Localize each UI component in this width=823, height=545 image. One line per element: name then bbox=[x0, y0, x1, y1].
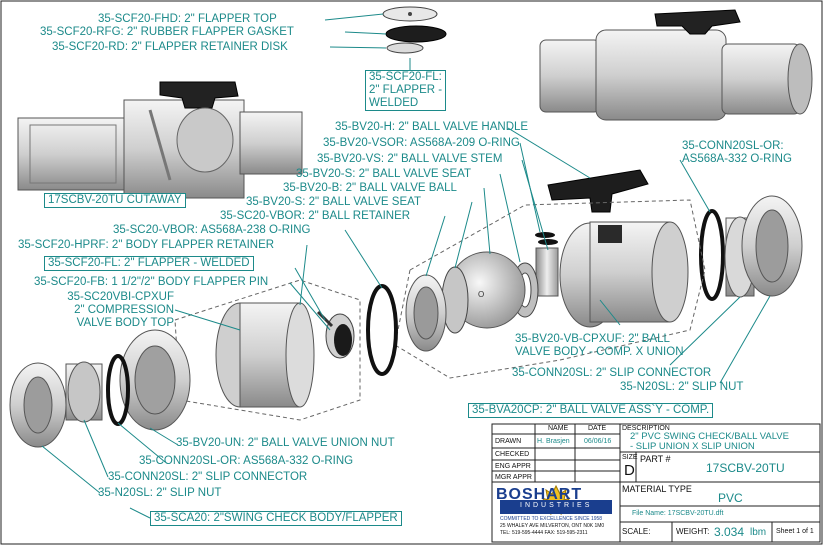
tb-logo-text: BOSHART bbox=[496, 486, 583, 503]
tb-description-header: DESCRIPTION bbox=[622, 425, 670, 432]
flapper-welded-part bbox=[316, 310, 355, 359]
label-body-oring: 35-SC20-VBOR: AS568A-238 O-RING bbox=[113, 224, 311, 236]
ball-seat-left bbox=[441, 266, 469, 334]
ball-valve-body-part bbox=[559, 221, 689, 328]
svg-text:O: O bbox=[478, 290, 484, 299]
tb-scale-label: SCALE: bbox=[622, 527, 651, 536]
right-slip-nut-part bbox=[741, 195, 803, 297]
label-right-slip-connector: 35-CONN20SL: 2" SLIP CONNECTOR bbox=[512, 367, 712, 379]
tb-material: PVC bbox=[718, 491, 743, 505]
left-slip-connector-part bbox=[65, 361, 103, 423]
label-stem-oring: 35-BV20-VSOR: AS568A-209 O-RING bbox=[323, 137, 520, 149]
label-left-slip-connector: 35-CONN20SL: 2" SLIP CONNECTOR bbox=[108, 471, 308, 483]
tb-checked-label: CHECKED bbox=[495, 451, 530, 458]
flapper-top-part bbox=[382, 6, 438, 22]
stem-orings bbox=[535, 232, 559, 297]
tb-date-header: DATE bbox=[588, 425, 607, 432]
label-left-slip-nut: 35-N20SL: 2" SLIP NUT bbox=[98, 487, 222, 499]
tb-size: D bbox=[624, 462, 635, 479]
label-flapper-welded-top: 35-SCF20-FL: 2" FLAPPER - WELDED bbox=[365, 70, 447, 111]
assembled-valve-image bbox=[539, 9, 813, 121]
label-flapper-welded-mid: 35-SCF20-FL: 2" FLAPPER - WELDED bbox=[44, 256, 254, 271]
left-oring-part bbox=[106, 354, 130, 426]
tb-mgr-appr-label: MGR APPR bbox=[495, 474, 532, 481]
tb-phone: TEL: 519-595-4444 FAX: 519-595-2311 bbox=[500, 530, 588, 536]
tb-drawn-date: 06/06/16 bbox=[584, 438, 612, 445]
label-ball-valve-stem: 35-BV20-VS: 2" BALL VALVE STEM bbox=[317, 153, 503, 165]
tb-material-label: MATERIAL TYPE bbox=[622, 484, 692, 494]
boshart-logo-mark bbox=[500, 484, 612, 516]
tb-name-header: NAME bbox=[548, 425, 569, 432]
label-union-nut: 35-BV20-UN: 2" BALL VALVE UNION NUT bbox=[176, 437, 395, 449]
label-body-flapper-retainer: 35-SCF20-HPRF: 2" BODY FLAPPER RETAINER bbox=[18, 239, 275, 251]
label-ball-valve-assembly: 35-BVA20CP: 2" BALL VALVE ASS`Y - COMP. bbox=[468, 403, 714, 418]
rubber-flapper-gasket-part bbox=[385, 25, 447, 43]
label-flapper-retainer-disk: 35-SCF20-RD: 2" FLAPPER RETAINER DISK bbox=[52, 41, 288, 53]
label-cutaway: 17SCBV-20TU CUTAWAY bbox=[44, 193, 186, 208]
tb-logo-sub: INDUSTRIES bbox=[520, 502, 593, 509]
tb-drawn-label: DRAWN bbox=[495, 438, 522, 445]
label-ball-valve-handle: 35-BV20-H: 2" BALL VALVE HANDLE bbox=[335, 121, 529, 133]
flapper-retainer-disk-part bbox=[386, 42, 424, 54]
tb-weight-value: 3.034 bbox=[714, 525, 745, 539]
tb-file-name: File Name: 17SCBV-20TU.dft bbox=[632, 510, 724, 517]
label-flapper-top: 35-SCF20-FHD: 2" FLAPPER TOP bbox=[98, 13, 277, 25]
label-ball-valve-body: 35-BV20-VB-CPXUF: 2" BALL VALVE BODY - C… bbox=[515, 333, 684, 358]
tb-eng-appr-label: ENG APPR bbox=[495, 463, 531, 470]
label-ball-valve-seat-2: 35-BV20-S: 2" BALL VALVE SEAT bbox=[246, 196, 421, 208]
tb-description: 2" PVC SWING CHECK/BALL VALVE - SLIP UNI… bbox=[630, 431, 789, 452]
tb-size-label: SIZE bbox=[622, 454, 638, 461]
tb-drawn-name: H. Brasjen bbox=[537, 438, 570, 445]
swing-check-body-part bbox=[215, 302, 315, 408]
left-union-nut-part bbox=[119, 329, 191, 431]
tb-part-number: 17SCBV-20TU bbox=[706, 461, 785, 475]
tb-sheet: Sheet 1 of 1 bbox=[776, 528, 814, 535]
label-left-oring: 35-CONN20SL-OR: AS568A-332 O-RING bbox=[139, 455, 354, 467]
tb-weight-unit: lbm bbox=[750, 527, 767, 538]
label-ball-retainer: 35-SC20-VBOR: 2" BALL RETAINER bbox=[220, 210, 411, 222]
left-slip-nut-part bbox=[9, 362, 67, 448]
handle-part bbox=[547, 169, 649, 213]
label-right-slip-nut: 35-N20SL: 2" SLIP NUT bbox=[620, 381, 744, 393]
right-oring-part bbox=[699, 209, 725, 301]
label-swing-check-body: 35-SCA20: 2"SWING CHECK BODY/FLAPPER bbox=[150, 511, 402, 526]
cutaway-valve-image bbox=[17, 81, 303, 199]
title-block-frame bbox=[491, 423, 821, 543]
tb-part-label: PART # bbox=[640, 454, 671, 464]
label-body-flapper-pin: 35-SCF20-FB: 1 1/2"/2" BODY FLAPPER PIN bbox=[34, 276, 269, 288]
label-compression-valve-body-top: 35-SC20VBI-CPXUF 2" COMPRESSION VALVE BO… bbox=[67, 291, 174, 329]
leader-lines bbox=[41, 13, 771, 519]
label-ball-valve-ball: 35-BV20-B: 2" BALL VALVE BALL bbox=[283, 182, 457, 194]
body-oring-part bbox=[366, 284, 398, 376]
ball-retainer-part bbox=[405, 274, 447, 352]
tb-address: 25 WHALEY AVE MILVERTON, ONT N0K 1M0 bbox=[500, 523, 605, 529]
label-rubber-flapper-gasket: 35-SCF20-RFG: 2" RUBBER FLAPPER GASKET bbox=[40, 26, 294, 38]
tb-tagline: COMMITTED TO EXCELLENCE SINCE 1958 bbox=[500, 516, 603, 522]
label-ball-valve-seat-1: 35-BV20-S: 2" BALL VALVE SEAT bbox=[296, 168, 471, 180]
tb-weight-label: WEIGHT: bbox=[676, 527, 710, 536]
label-right-oring: 35-CONN20SL-OR: AS568A-332 O-RING bbox=[682, 140, 792, 165]
